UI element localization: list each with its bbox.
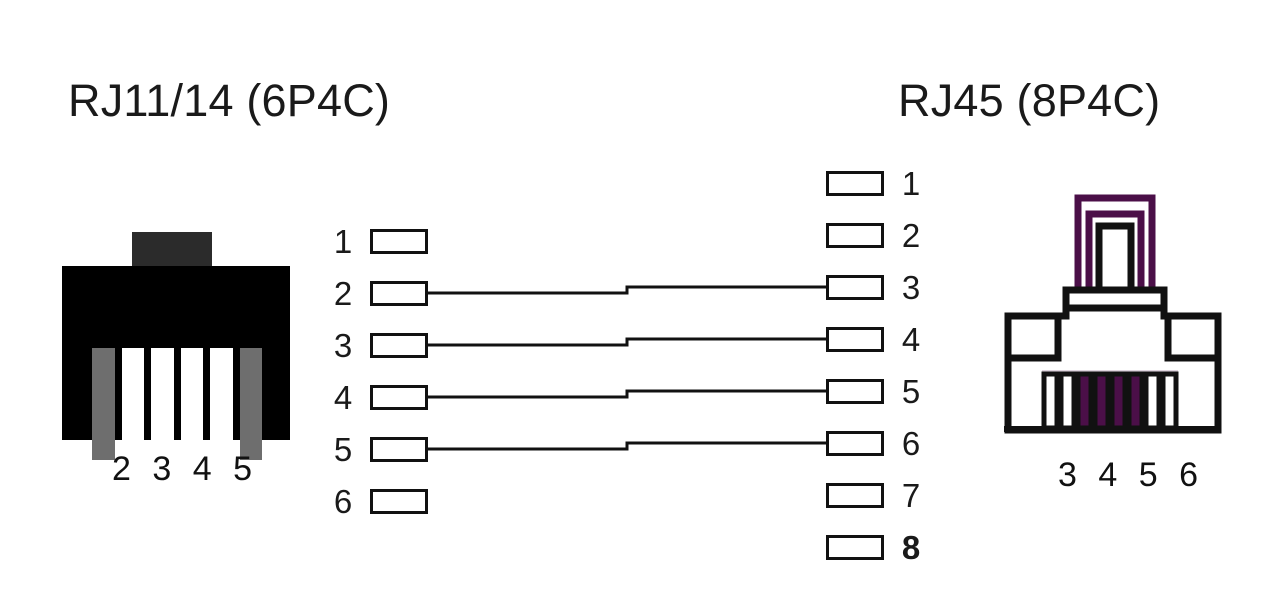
right-pin-box-5[interactable] bbox=[826, 378, 884, 404]
rj45-latch-icon bbox=[1074, 194, 1156, 294]
rj45-latch-inner-post bbox=[1095, 222, 1135, 294]
right-pin-box-3[interactable] bbox=[826, 274, 884, 300]
left-pin-row-4: 4 bbox=[330, 381, 428, 414]
right-pin-number-7: 7 bbox=[901, 476, 921, 514]
left-pin-box-2[interactable] bbox=[370, 280, 428, 306]
rj11-contact-6 bbox=[239, 348, 262, 460]
right-pin-number-1: 1 bbox=[901, 164, 921, 202]
rj45-contact-3 bbox=[1075, 371, 1094, 431]
right-pin-box-8[interactable] bbox=[826, 534, 884, 560]
right-pin-row-7: 7 bbox=[826, 479, 924, 512]
rj11-contact-3 bbox=[151, 348, 174, 460]
left-pin-box-5[interactable] bbox=[370, 436, 428, 462]
left-pin-number-1: 1 bbox=[333, 222, 353, 260]
left-pin-number-2: 2 bbox=[333, 274, 353, 312]
left-pin-box-6[interactable] bbox=[370, 488, 428, 514]
right-pin-number-5: 5 bbox=[901, 372, 921, 410]
right-connector-title: RJ45 (8P4C) bbox=[898, 75, 1161, 126]
rj45-contact-2 bbox=[1058, 371, 1077, 431]
rj45-contact-7 bbox=[1143, 371, 1162, 431]
rj45-contact-strip bbox=[1041, 371, 1179, 431]
rj45-bottom-edge bbox=[1004, 426, 1218, 432]
right-pin-row-2: 2 bbox=[826, 219, 924, 252]
left-pin-number-4: 4 bbox=[333, 378, 353, 416]
rj45-active-pins-caption: 3 4 5 6 bbox=[1058, 456, 1204, 494]
left-pin-number-5: 5 bbox=[333, 430, 353, 468]
left-pin-box-1[interactable] bbox=[370, 228, 428, 254]
rj45-contact-5 bbox=[1109, 371, 1128, 431]
rj45-contact-4 bbox=[1092, 371, 1111, 431]
right-pin-box-2[interactable] bbox=[826, 222, 884, 248]
left-pin-number-6: 6 bbox=[333, 482, 353, 520]
right-pin-number-6: 6 bbox=[901, 424, 921, 462]
left-pin-row-1: 1 bbox=[330, 225, 428, 258]
right-pin-number-8: 8 bbox=[901, 528, 921, 566]
rj11-contact-2 bbox=[121, 348, 144, 460]
rj45-contact-1 bbox=[1041, 371, 1060, 431]
rj45-contact-6 bbox=[1126, 371, 1145, 431]
right-pin-box-6[interactable] bbox=[826, 430, 884, 456]
rj45-plug-illustration bbox=[996, 182, 1226, 447]
left-pin-row-6: 6 bbox=[330, 485, 428, 518]
right-pin-row-1: 1 bbox=[826, 167, 924, 200]
rj11-jack-tab bbox=[132, 232, 212, 268]
right-pin-row-4: 4 bbox=[826, 323, 924, 356]
wire-3-to-4 bbox=[428, 337, 826, 347]
right-pin-row-5: 5 bbox=[826, 375, 924, 408]
right-pin-box-1[interactable] bbox=[826, 170, 884, 196]
rj45-left-wing-notch bbox=[1008, 316, 1062, 362]
right-pin-box-7[interactable] bbox=[826, 482, 884, 508]
rj11-jack-body bbox=[62, 266, 290, 460]
left-connector-title: RJ11/14 (6P4C) bbox=[68, 75, 391, 126]
wire-2-to-3 bbox=[428, 285, 826, 295]
left-pin-box-4[interactable] bbox=[370, 384, 428, 410]
right-pin-row-8: 8 bbox=[826, 531, 924, 564]
right-pin-number-3: 3 bbox=[901, 268, 921, 306]
left-pin-row-2: 2 bbox=[330, 277, 428, 310]
rj11-contact-strip bbox=[92, 348, 262, 460]
rj11-contact-4 bbox=[180, 348, 203, 460]
right-pin-row-6: 6 bbox=[826, 427, 924, 460]
right-pin-box-4[interactable] bbox=[826, 326, 884, 352]
rj45-contact-8 bbox=[1160, 371, 1179, 431]
left-pin-number-3: 3 bbox=[333, 326, 353, 364]
wire-5-to-6 bbox=[428, 441, 826, 451]
right-pin-number-2: 2 bbox=[901, 216, 921, 254]
rj11-contact-5 bbox=[210, 348, 233, 460]
rj11-active-pins-caption: 2 3 4 5 bbox=[112, 450, 258, 488]
rj45-right-wing-notch bbox=[1164, 316, 1218, 362]
rj45-plug-svg bbox=[1004, 194, 1222, 434]
right-pin-row-3: 3 bbox=[826, 271, 924, 304]
wire-4-to-5 bbox=[428, 389, 826, 399]
left-pin-row-3: 3 bbox=[330, 329, 428, 362]
right-pin-number-4: 4 bbox=[901, 320, 921, 358]
left-pin-row-5: 5 bbox=[330, 433, 428, 466]
left-pin-box-3[interactable] bbox=[370, 332, 428, 358]
rj11-jack-illustration bbox=[62, 232, 290, 460]
rj11-contact-1 bbox=[92, 348, 115, 460]
